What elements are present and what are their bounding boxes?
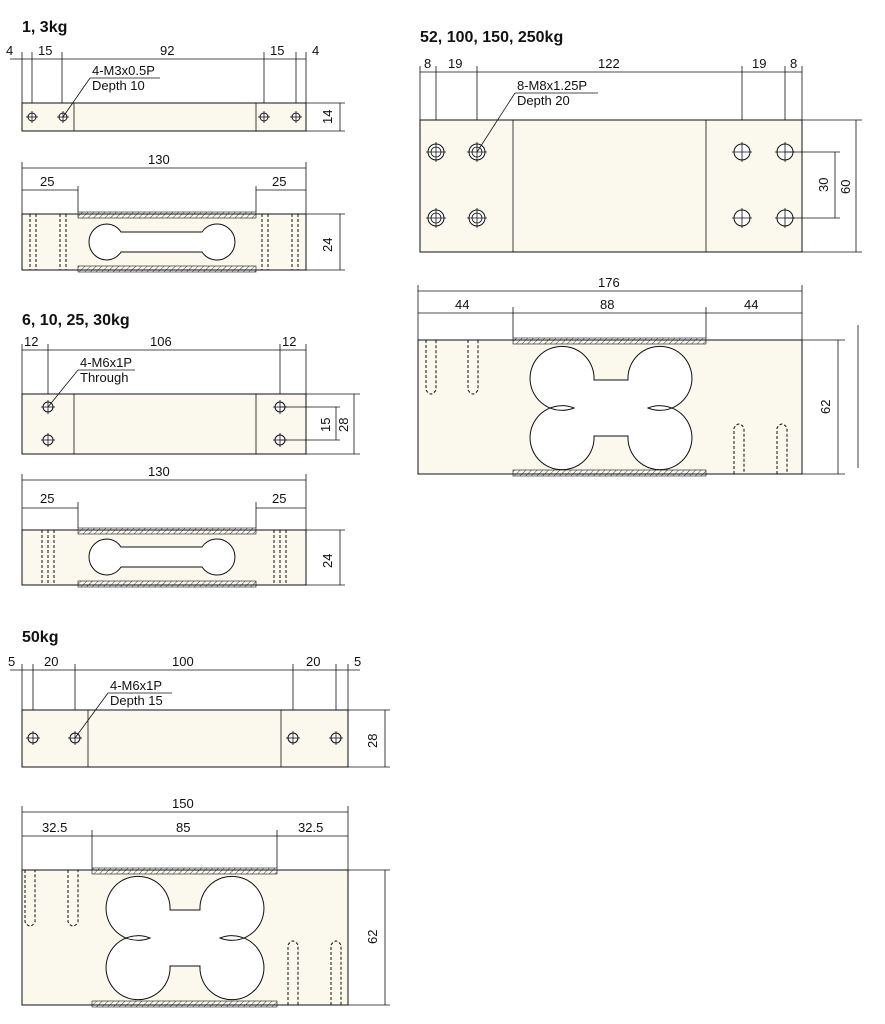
thread-spec: 4-M6x1P — [80, 355, 132, 370]
dim-inner: 15 — [318, 418, 333, 432]
dim-side-height: 24 — [320, 554, 335, 568]
dim-label: 4 — [6, 43, 13, 58]
dim-height: 14 — [320, 110, 335, 124]
section-title: 52, 100, 150, 250kg — [420, 29, 563, 46]
thread-depth: Through — [80, 370, 128, 385]
dim-right: 32.5 — [298, 820, 323, 835]
dim-inner: 30 — [816, 178, 831, 192]
thread-spec: 8-M8x1.25P — [517, 78, 587, 93]
dim-label: 20 — [306, 654, 320, 669]
dim-height: 28 — [365, 734, 380, 748]
section-title: 1, 3kg — [22, 19, 67, 36]
thread-depth: Depth 10 — [92, 78, 145, 93]
dim-label: 12 — [282, 334, 296, 349]
dim-left: 25 — [40, 491, 54, 506]
section-6-30kg: 6, 10, 25, 30kg 12 106 12 4-M — [21, 312, 360, 588]
dim-total: 130 — [148, 152, 170, 167]
dim-label: 8 — [424, 56, 431, 71]
section-52-250kg: 52, 100, 150, 250kg 8 19 122 19 8 — [417, 29, 862, 477]
dim-height: 60 — [838, 180, 853, 194]
thread-spec: 4-M6x1P — [110, 678, 162, 693]
dim-label: 19 — [752, 56, 766, 71]
dim-label: 15 — [38, 43, 52, 58]
dim-label: 122 — [598, 56, 620, 71]
dim-total: 150 — [172, 796, 194, 811]
thread-spec: 4-M3x0.5P — [92, 63, 155, 78]
dim-label: 19 — [448, 56, 462, 71]
section-50kg: 50kg 5 20 100 20 5 4- — [8, 629, 390, 1008]
dim-height: 28 — [336, 418, 351, 432]
dim-total: 130 — [148, 464, 170, 479]
dim-label: 20 — [44, 654, 58, 669]
section-title: 6, 10, 25, 30kg — [22, 312, 130, 329]
section-title: 50kg — [22, 629, 58, 646]
dim-right: 25 — [272, 491, 286, 506]
dim-label: 8 — [790, 56, 797, 71]
dim-label: 92 — [160, 43, 174, 58]
dim-label: 4 — [312, 43, 319, 58]
thread-depth: Depth 15 — [110, 693, 163, 708]
dim-left: 44 — [455, 297, 469, 312]
dim-label: 5 — [8, 654, 15, 669]
dim-total: 176 — [598, 275, 620, 290]
dim-left: 25 — [40, 174, 54, 189]
dim-label: 12 — [24, 334, 38, 349]
section-1-3kg: 1, 3kg 4 15 92 15 4 — [6, 19, 345, 273]
dim-side-height: 62 — [365, 930, 380, 944]
dim-label: 106 — [150, 334, 172, 349]
dim-label: 5 — [354, 654, 361, 669]
dim-left: 32.5 — [42, 820, 67, 835]
dim-right: 25 — [272, 174, 286, 189]
dim-label: 15 — [270, 43, 284, 58]
dim-side-height: 62 — [818, 400, 833, 414]
dim-mid: 88 — [600, 297, 614, 312]
dim-label: 100 — [172, 654, 194, 669]
dim-side-height: 24 — [320, 238, 335, 252]
dim-mid: 85 — [176, 820, 190, 835]
thread-depth: Depth 20 — [517, 93, 570, 108]
dim-right: 44 — [744, 297, 758, 312]
